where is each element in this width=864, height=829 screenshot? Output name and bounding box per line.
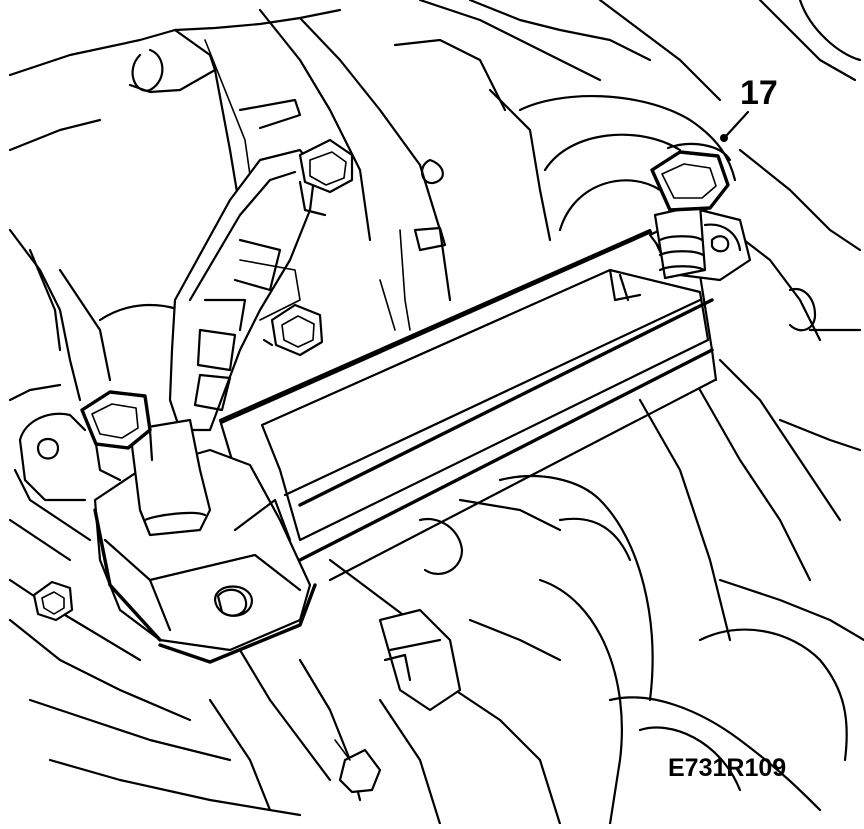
callout-label-17: 17 bbox=[740, 74, 778, 112]
mounting-bracket bbox=[168, 148, 317, 432]
callout-17-dot bbox=[720, 134, 728, 142]
support-tool-bar bbox=[218, 208, 752, 582]
left-end-bolt bbox=[80, 390, 212, 537]
bracket-bolt-lower bbox=[262, 303, 324, 357]
background-engine-structure bbox=[8, 0, 864, 826]
lower-center-clips bbox=[334, 608, 462, 794]
bracket-bolt-upper bbox=[298, 138, 354, 217]
figure-reference-code: E731R109 bbox=[668, 754, 787, 782]
callout-17-leader bbox=[720, 110, 750, 142]
right-end-bolt bbox=[650, 142, 732, 280]
lower-left-bolt bbox=[32, 580, 74, 622]
